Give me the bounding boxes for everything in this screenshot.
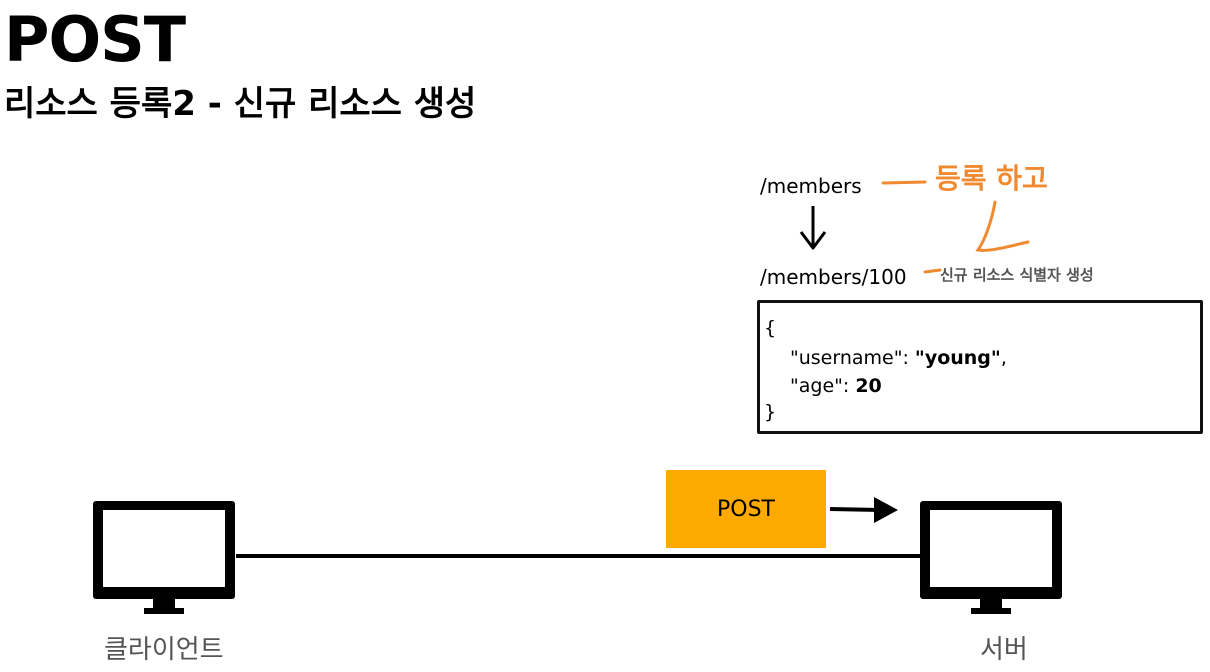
server-label: 서버 (980, 635, 1028, 665)
post-method-label: POST (717, 496, 775, 522)
register-annotation: 등록 하고 (935, 162, 1048, 195)
json-age-value: 20 (855, 375, 882, 397)
json-age-line: "age": 20 (790, 373, 882, 399)
json-close-brace: } (764, 401, 777, 423)
register-dash (881, 180, 927, 185)
json-username-comma: , (1000, 347, 1007, 369)
page-title: POST (4, 3, 186, 76)
json-open-brace: { (764, 317, 777, 339)
client-label: 클라이언트 (104, 635, 224, 665)
post-method-box: POST (666, 470, 826, 548)
request-body-box: { "username": "young", "age": 20 } (757, 300, 1203, 434)
page-subtitle: 리소스 등록2 - 신규 리소스 생성 (4, 84, 477, 124)
client-computer-icon (93, 501, 235, 614)
json-age-key: "age": (790, 375, 856, 397)
identifier-annotation: 신규 리소스 식별자 생성 (940, 266, 1094, 284)
down-arrow-icon (799, 206, 827, 250)
json-username-key: "username": (790, 347, 915, 369)
server-computer-icon (920, 501, 1062, 614)
json-username-value: "young" (914, 347, 1001, 369)
created-resource-path: /members/100 (760, 265, 907, 289)
identifier-dash (923, 268, 942, 274)
request-path: /members (760, 174, 862, 198)
json-username-line: "username": "young", (790, 345, 1007, 371)
right-arrow-icon (829, 497, 898, 523)
register-connector (975, 200, 1030, 252)
